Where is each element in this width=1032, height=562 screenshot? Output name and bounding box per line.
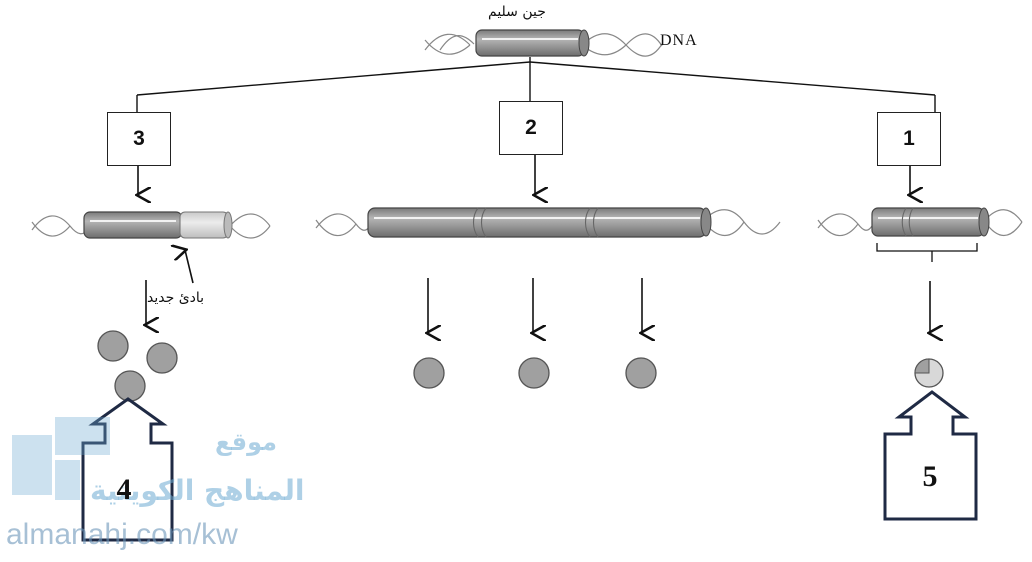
middle-duplicated-genes (367, 207, 712, 238)
step-box-3: 3 (107, 112, 171, 166)
right-protein-altered (914, 358, 944, 388)
top-healthy-gene (475, 29, 590, 57)
dna-label: DNA (660, 32, 698, 49)
protein-dot (146, 342, 178, 374)
watermark-url: almanahj.com/kw (6, 518, 238, 551)
new-promoter-label: بادئ جديد (147, 290, 205, 306)
top-dna-strand (424, 33, 663, 57)
step-box-1: 1 (877, 112, 941, 166)
left-gene-with-new-promoter (83, 211, 233, 239)
branch-connectors (136, 57, 936, 112)
callout-5-arrow (883, 390, 978, 521)
watermark (0, 415, 320, 558)
protein-dot (518, 357, 550, 389)
right-gene (871, 207, 990, 237)
new-promoter-pointer (185, 250, 194, 284)
protein-dot (413, 357, 445, 389)
protein-dot (97, 330, 129, 362)
watermark-line2: المناهج الكويتية (90, 474, 305, 507)
protein-arrows (146, 278, 930, 333)
middle-proteins (413, 357, 657, 389)
protein-dot (625, 357, 657, 389)
protein-dot (114, 370, 146, 402)
healthy-gene-label: جين سليم (488, 4, 546, 20)
step-box-2: 2 (499, 101, 563, 155)
box-arrows (138, 155, 910, 195)
callout-4-number: 4 (116, 473, 132, 506)
callout-4-arrow (81, 397, 174, 542)
callout-5-number: 5 (922, 460, 938, 493)
watermark-line1: موقع (215, 428, 278, 456)
right-gene-bracket (876, 243, 978, 262)
watermark-logo-icon (12, 417, 110, 500)
left-proteins (97, 330, 178, 402)
